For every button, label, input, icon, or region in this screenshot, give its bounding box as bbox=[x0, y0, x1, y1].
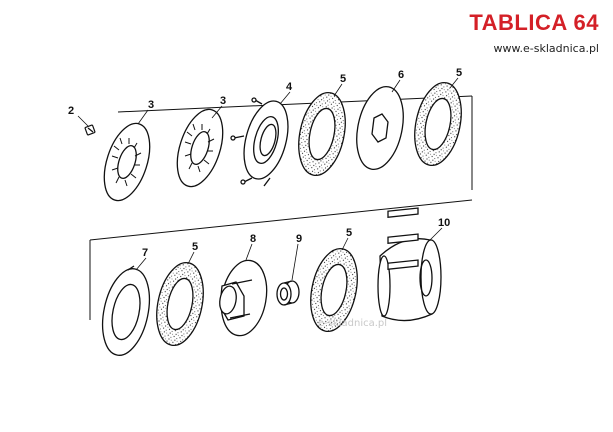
leader-line-5c bbox=[187, 251, 195, 265]
leader-line-3b bbox=[211, 105, 223, 119]
part-3-toothed-disc bbox=[103, 122, 151, 202]
part-5-friction-disc-third bbox=[156, 262, 204, 346]
callout-6: 6 bbox=[398, 69, 404, 81]
callout-8: 8 bbox=[250, 233, 256, 245]
leader-line-2 bbox=[77, 115, 89, 127]
part-10-clutch-drum bbox=[377, 207, 442, 322]
callout-4: 4 bbox=[286, 81, 293, 93]
leader-line-8 bbox=[245, 243, 253, 261]
leader-line-10 bbox=[429, 227, 443, 241]
callout-2: 2 bbox=[68, 105, 74, 117]
leader-line-7 bbox=[135, 257, 147, 271]
leader-line-3a bbox=[137, 109, 149, 125]
callout-3b: 3 bbox=[220, 95, 226, 107]
callout-9: 9 bbox=[296, 233, 302, 245]
part-3-toothed-disc-second bbox=[176, 108, 224, 188]
callout-5c: 5 bbox=[192, 241, 198, 253]
part-5-friction-disc-second bbox=[414, 82, 462, 166]
callout-3a: 3 bbox=[148, 99, 154, 111]
part-8-splined-hub bbox=[219, 259, 268, 337]
part-2-bolt bbox=[84, 124, 96, 136]
leader-line-9 bbox=[291, 243, 299, 281]
callout-5b: 5 bbox=[456, 67, 462, 79]
part-7-steel-disc bbox=[101, 265, 151, 356]
upper-group-frame bbox=[89, 95, 473, 320]
leader-line-5a bbox=[333, 83, 343, 97]
part-4-pressure-plate bbox=[230, 97, 289, 187]
callout-5a: 5 bbox=[340, 73, 346, 85]
part-5-friction-disc-fourth bbox=[310, 248, 358, 332]
leader-line-6 bbox=[391, 79, 401, 93]
part-9-bushing bbox=[276, 280, 300, 306]
leader-line-4 bbox=[279, 91, 291, 105]
callout-10: 10 bbox=[438, 217, 450, 229]
site-url: www.e-skladnica.pl bbox=[493, 42, 599, 55]
watermark: e-skladnica.pl bbox=[318, 318, 387, 329]
leader-line-5b bbox=[449, 77, 459, 89]
part-5-friction-disc bbox=[298, 92, 346, 176]
callout-5d: 5 bbox=[346, 227, 352, 239]
page-title: TABLICA 64 bbox=[469, 10, 599, 35]
callout-7: 7 bbox=[142, 247, 148, 259]
leader-line-5d bbox=[341, 237, 349, 251]
part-6-steel-plate bbox=[356, 86, 404, 170]
